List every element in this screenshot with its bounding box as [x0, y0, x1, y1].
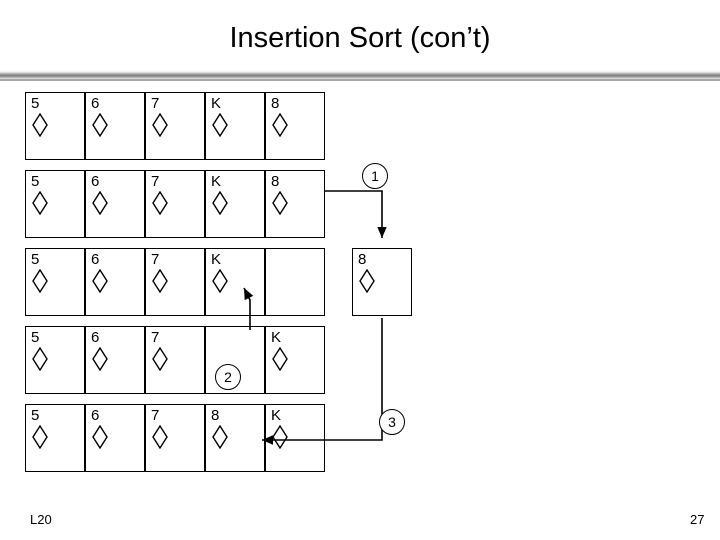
- card: 7: [145, 92, 205, 160]
- title-rule-line: [0, 79, 720, 81]
- diamond-icon: [272, 347, 288, 371]
- card-rank: K: [211, 251, 222, 268]
- card: 7: [145, 326, 205, 394]
- card: 6: [85, 326, 145, 394]
- card: 5: [25, 326, 85, 394]
- title-rule-bar: [0, 70, 720, 80]
- diamond-icon: [272, 191, 288, 215]
- card: 5: [25, 404, 85, 472]
- diamond-icon: [32, 347, 48, 371]
- card: 7: [145, 248, 205, 316]
- card: 5: [25, 92, 85, 160]
- card-rank: 7: [151, 251, 160, 268]
- card-rank: 6: [91, 329, 100, 346]
- step-marker-2: 2: [215, 364, 241, 390]
- card: 6: [85, 404, 145, 472]
- card-rank: 5: [31, 95, 40, 112]
- card-rank: 8: [358, 251, 367, 268]
- card-rank: 7: [151, 173, 160, 190]
- card-rank: 7: [151, 329, 160, 346]
- card-rank: 6: [91, 173, 100, 190]
- diamond-icon: [92, 425, 108, 449]
- card: 6: [85, 248, 145, 316]
- card-rank: 5: [31, 251, 40, 268]
- card: 8: [205, 404, 265, 472]
- card-rank: K: [271, 329, 282, 346]
- card: 8: [352, 248, 412, 316]
- card-rank: 6: [91, 251, 100, 268]
- slide-number: 27: [690, 512, 705, 527]
- card-rank: 8: [271, 95, 280, 112]
- diamond-icon: [32, 269, 48, 293]
- card-rank: K: [211, 173, 222, 190]
- arrow-step-1: [325, 190, 387, 238]
- diamond-icon: [32, 191, 48, 215]
- card: 6: [85, 92, 145, 160]
- diamond-icon: [92, 269, 108, 293]
- card-rank: 6: [91, 95, 100, 112]
- card-rank: 5: [31, 407, 40, 424]
- card: 8: [265, 92, 325, 160]
- card: K: [205, 92, 265, 160]
- card-empty-slot: [265, 248, 325, 316]
- card-rank: 6: [91, 407, 100, 424]
- diamond-icon: [152, 269, 168, 293]
- card-rank: 7: [151, 95, 160, 112]
- diamond-icon: [92, 347, 108, 371]
- card-rank: 5: [31, 173, 40, 190]
- card: 7: [145, 170, 205, 238]
- card-rank: 8: [211, 407, 220, 424]
- diamond-icon: [359, 269, 375, 293]
- diamond-icon: [92, 191, 108, 215]
- page-title: Insertion Sort (con’t): [229, 22, 491, 54]
- step-marker-3: 3: [379, 409, 405, 435]
- card: K: [265, 326, 325, 394]
- diamond-icon: [212, 425, 228, 449]
- card: 5: [25, 170, 85, 238]
- diamond-icon: [32, 425, 48, 449]
- step-marker-1: 1: [362, 163, 388, 189]
- card: 6: [85, 170, 145, 238]
- diamond-icon: [152, 425, 168, 449]
- card: K: [205, 170, 265, 238]
- card-rank: K: [271, 407, 282, 424]
- diamond-icon: [32, 113, 48, 137]
- card-rank: 8: [271, 173, 280, 190]
- slide-footer-label: L20: [30, 512, 52, 527]
- diamond-icon: [152, 113, 168, 137]
- diamond-icon: [212, 113, 228, 137]
- card: K: [265, 404, 325, 472]
- card: 5: [25, 248, 85, 316]
- card: K: [205, 248, 265, 316]
- diamond-icon: [212, 191, 228, 215]
- diamond-icon: [272, 425, 288, 449]
- card-rank: K: [211, 95, 222, 112]
- diamond-icon: [152, 191, 168, 215]
- diamond-icon: [152, 347, 168, 371]
- card-rank: 5: [31, 329, 40, 346]
- card-rank: 7: [151, 407, 160, 424]
- diamond-icon: [92, 113, 108, 137]
- diamond-icon: [272, 113, 288, 137]
- diamond-icon: [212, 269, 228, 293]
- card: 7: [145, 404, 205, 472]
- card: 8: [265, 170, 325, 238]
